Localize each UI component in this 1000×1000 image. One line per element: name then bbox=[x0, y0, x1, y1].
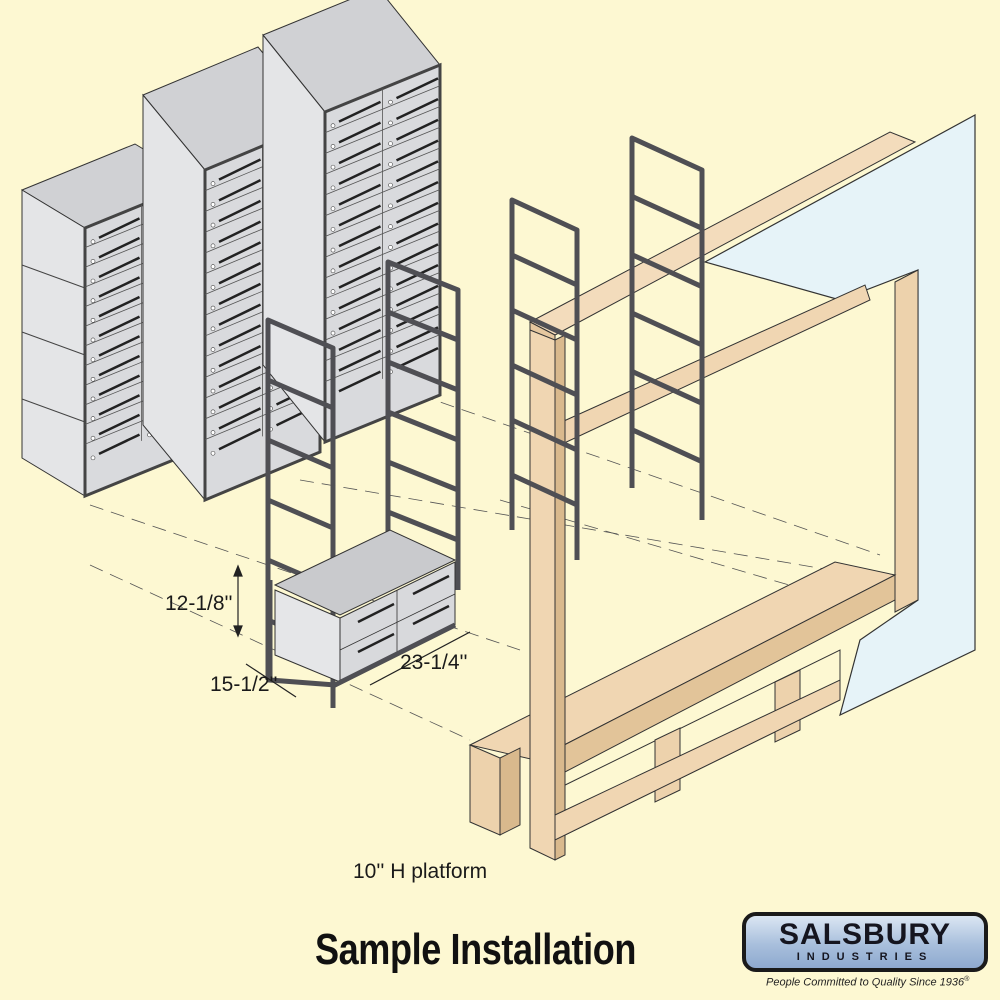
registered-mark: ® bbox=[964, 976, 970, 983]
dimension-arrows bbox=[233, 564, 471, 698]
mounting-frame bbox=[629, 135, 705, 520]
platform-leg bbox=[469, 744, 501, 836]
height-dimension: 12-1/8'' bbox=[165, 592, 233, 615]
mounting-frame bbox=[509, 197, 580, 560]
right-post bbox=[894, 269, 919, 613]
mailbox-unit bbox=[262, 0, 442, 445]
small-unit-top bbox=[273, 529, 457, 616]
logo-sub: INDUSTRIES bbox=[796, 951, 934, 963]
logo-name: SALSBURY bbox=[779, 918, 951, 951]
tagline-text: People Committed to Quality Since 1936 bbox=[766, 976, 965, 989]
depth-dimension: 15-1/2'' bbox=[210, 673, 278, 696]
platform-label: 10'' H platform bbox=[353, 860, 488, 883]
salsbury-logo: SALSBURY INDUSTRIES bbox=[742, 912, 988, 972]
mounting-frame bbox=[385, 259, 461, 590]
width-dimension: 23-1/4'' bbox=[400, 651, 468, 674]
page-title: Sample Installation bbox=[315, 925, 637, 974]
left-post bbox=[529, 329, 556, 861]
logo-tagline: People Committed to Quality Since 1936® bbox=[766, 976, 969, 989]
